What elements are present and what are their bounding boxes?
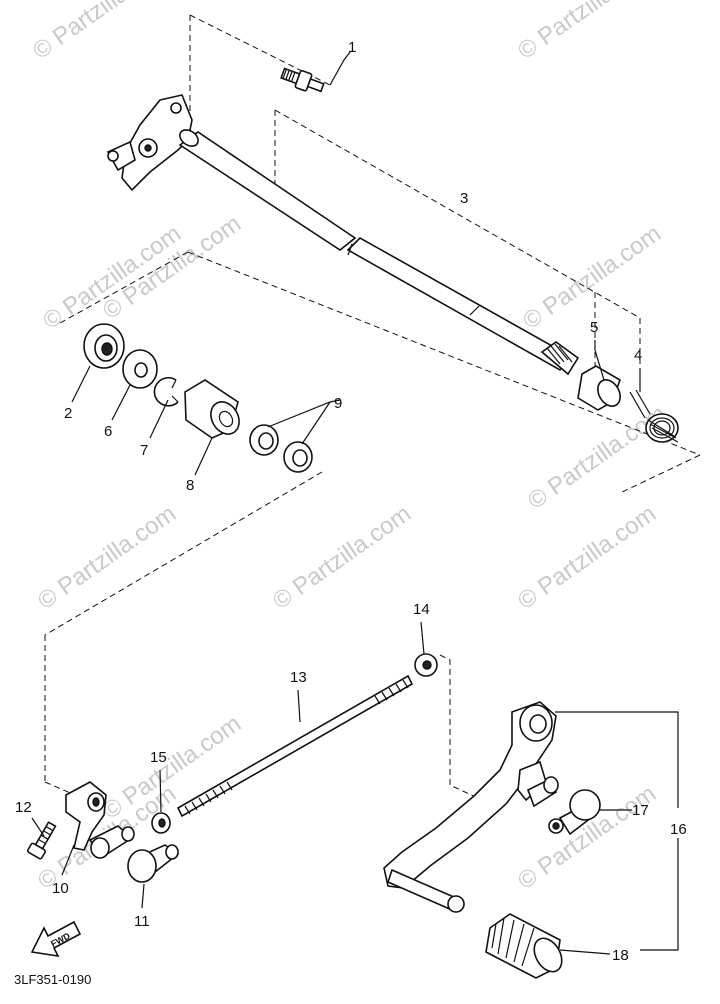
part-bolt xyxy=(27,821,57,860)
watermark: © Partzilla.com xyxy=(33,500,181,615)
part-return-spring xyxy=(629,389,679,443)
part-oil-seal xyxy=(83,323,125,369)
callout-5: 5 xyxy=(590,319,598,336)
part-pedal-joint xyxy=(548,789,601,836)
callout-7: 7 xyxy=(140,442,148,459)
part-shift-shaft xyxy=(106,94,580,376)
callout-1: 1 xyxy=(348,39,356,56)
callout-6: 6 xyxy=(104,423,112,440)
part-nut xyxy=(414,653,438,677)
callout-15: 15 xyxy=(150,749,167,766)
callout-labels: 1 3 5 4 2 6 7 9 8 14 13 15 12 17 16 10 1… xyxy=(15,39,687,964)
part-nut xyxy=(151,812,171,834)
watermark: © Partzilla.com xyxy=(523,400,671,515)
watermark: © Partzilla.com xyxy=(513,0,661,65)
part-rod-end xyxy=(88,825,135,859)
part-collar-pair xyxy=(249,424,313,473)
assembly-guides-bottom xyxy=(44,471,483,801)
watermark: © Partzilla.com xyxy=(513,500,661,615)
part-bolt xyxy=(280,67,325,93)
forward-arrow-icon: FWD xyxy=(30,920,82,958)
part-bushing xyxy=(184,379,240,439)
callout-17: 17 xyxy=(632,802,649,819)
callout-14: 14 xyxy=(413,601,430,618)
callout-9: 9 xyxy=(334,395,342,412)
part-shift-rod xyxy=(176,674,414,818)
watermark-layer: © Partzilla.com © Partzilla.com © Partzi… xyxy=(28,0,671,895)
part-pedal-rubber xyxy=(485,913,563,979)
callout-8: 8 xyxy=(186,477,194,494)
part-joint xyxy=(127,844,180,883)
callout-18: 18 xyxy=(612,947,629,964)
part-circlip xyxy=(153,377,179,407)
callout-2: 2 xyxy=(64,405,72,422)
callout-11: 11 xyxy=(134,913,150,930)
callout-16: 16 xyxy=(670,821,687,838)
part-shift-arm xyxy=(65,781,107,851)
watermark: © Partzilla.com xyxy=(28,0,176,65)
part-washer xyxy=(122,349,158,389)
leader-lines xyxy=(31,51,679,955)
callout-12: 12 xyxy=(15,799,32,816)
watermark: © Partzilla.com xyxy=(518,220,666,335)
watermark: © Partzilla.com xyxy=(268,500,416,615)
callout-10: 10 xyxy=(52,880,69,897)
diagram-code: 3LF351-0190 xyxy=(14,972,91,987)
part-shift-pedal xyxy=(383,701,559,913)
callout-3: 3 xyxy=(460,190,468,207)
part-collar xyxy=(577,365,621,411)
callout-4: 4 xyxy=(634,347,642,364)
callout-13: 13 xyxy=(290,669,307,686)
